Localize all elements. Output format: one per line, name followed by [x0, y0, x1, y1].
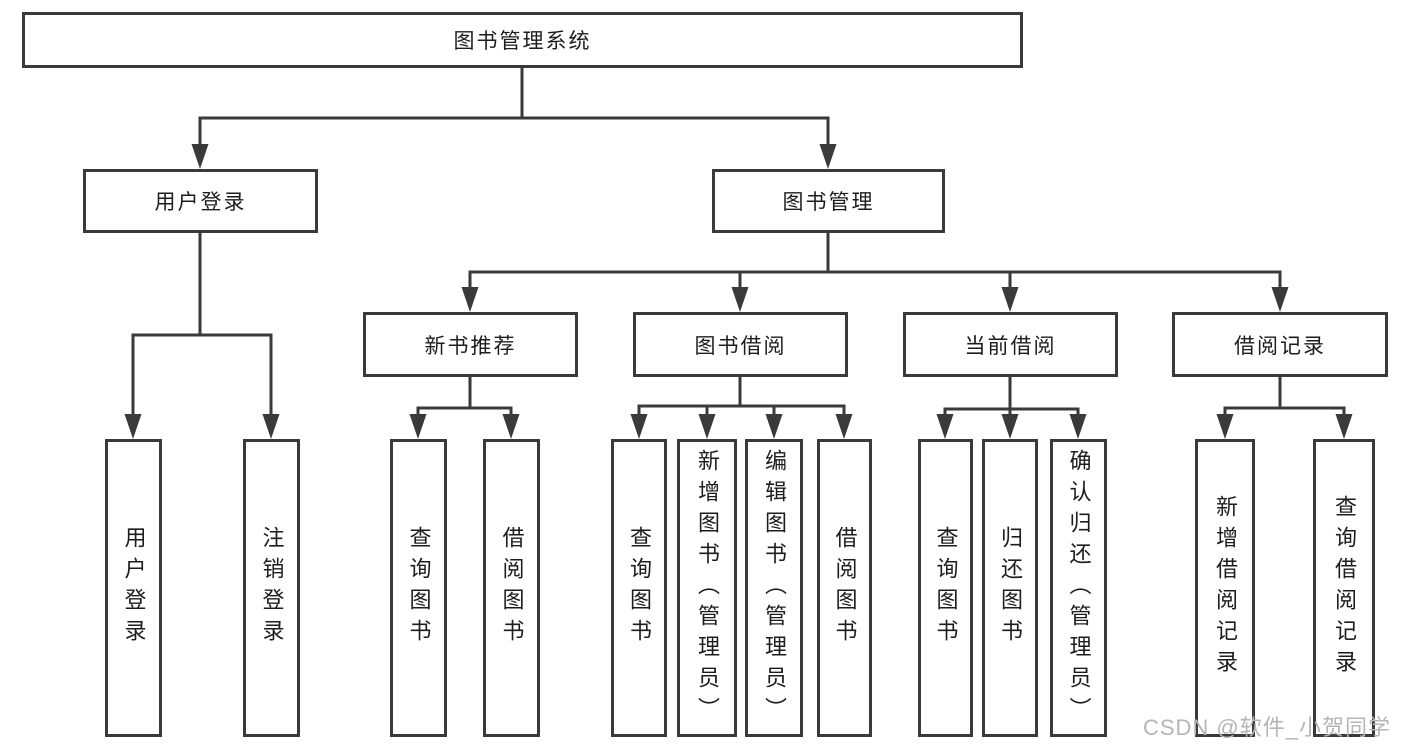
arrowhead-icon — [1001, 414, 1019, 439]
node-leaf-query-books-1: 查询图书 — [390, 439, 447, 737]
node-leaf-return-books: 归还图书 — [982, 439, 1038, 737]
arrowhead-icon — [191, 144, 209, 169]
node-label-book-borrowing: 图书借阅 — [694, 334, 787, 358]
arrowhead-icon — [1271, 287, 1289, 312]
node-book-management: 图书管理 — [712, 169, 945, 233]
node-label-leaf-logout: 注销登录 — [259, 526, 285, 650]
arrowhead-icon — [461, 287, 479, 312]
node-label-leaf-query-borrow-record: 查询借阅记录 — [1332, 495, 1357, 681]
node-book-borrowing: 图书借阅 — [633, 312, 848, 377]
node-label-leaf-user-login: 用户登录 — [121, 526, 147, 650]
node-leaf-add-borrow-record: 新增借阅记录 — [1195, 439, 1255, 737]
arrowhead-icon — [1001, 287, 1019, 312]
arrowhead-icon — [630, 414, 648, 439]
node-label-new-book-recommend: 新书推荐 — [424, 334, 517, 358]
arrowhead-icon — [1069, 414, 1087, 439]
arrowhead-icon — [765, 414, 783, 439]
node-user-login: 用户登录 — [83, 169, 318, 233]
node-leaf-logout: 注销登录 — [243, 439, 300, 737]
node-label-leaf-edit-books: 编辑图书（管理员） — [762, 448, 787, 728]
node-leaf-add-books: 新增图书（管理员） — [677, 439, 737, 737]
arrowhead-icon — [936, 414, 954, 439]
node-leaf-query-books-3: 查询图书 — [918, 439, 973, 737]
arrowhead-icon — [124, 414, 142, 439]
node-borrowing-records: 借阅记录 — [1172, 312, 1388, 377]
node-label-leaf-query-books-2: 查询图书 — [627, 526, 652, 650]
node-label-root: 图书管理系统 — [453, 30, 592, 53]
node-leaf-confirm-return: 确认归还（管理员） — [1050, 439, 1107, 737]
node-root: 图书管理系统 — [22, 12, 1023, 68]
arrowhead-icon — [1335, 414, 1353, 439]
node-label-leaf-add-borrow-record: 新增借阅记录 — [1213, 495, 1238, 681]
arrowhead-icon — [409, 414, 427, 439]
node-leaf-edit-books: 编辑图书（管理员） — [745, 439, 803, 737]
node-label-leaf-query-books-1: 查询图书 — [406, 526, 432, 650]
arrowhead-icon — [819, 144, 837, 169]
node-label-current-borrowing: 当前借阅 — [964, 334, 1057, 358]
watermark: CSDN @软件_小贺同学 — [1142, 715, 1391, 740]
node-label-user-login: 用户登录 — [154, 191, 247, 214]
node-new-book-recommend: 新书推荐 — [363, 312, 578, 377]
node-label-leaf-query-books-3: 查询图书 — [933, 526, 959, 650]
node-label-leaf-borrow-books-2: 借阅图书 — [832, 526, 858, 650]
node-leaf-query-books-2: 查询图书 — [611, 439, 667, 737]
node-label-leaf-add-books: 新增图书（管理员） — [695, 448, 720, 728]
arrowhead-icon — [262, 414, 280, 439]
node-label-leaf-confirm-return: 确认归还（管理员） — [1066, 448, 1092, 728]
node-label-borrowing-records: 借阅记录 — [1234, 334, 1326, 358]
node-label-leaf-borrow-books-1: 借阅图书 — [499, 526, 525, 650]
node-current-borrowing: 当前借阅 — [903, 312, 1118, 377]
arrowhead-icon — [1216, 414, 1234, 439]
arrowhead-icon — [698, 414, 716, 439]
node-leaf-borrow-books-2: 借阅图书 — [817, 439, 872, 737]
arrowhead-icon — [835, 414, 853, 439]
node-label-leaf-return-books: 归还图书 — [998, 526, 1023, 650]
node-leaf-user-login: 用户登录 — [105, 439, 162, 737]
node-label-book-management: 图书管理 — [782, 191, 875, 214]
node-leaf-query-borrow-record: 查询借阅记录 — [1313, 439, 1375, 737]
arrowhead-icon — [502, 414, 520, 439]
arrowhead-icon — [731, 287, 749, 312]
node-leaf-borrow-books-1: 借阅图书 — [483, 439, 540, 737]
